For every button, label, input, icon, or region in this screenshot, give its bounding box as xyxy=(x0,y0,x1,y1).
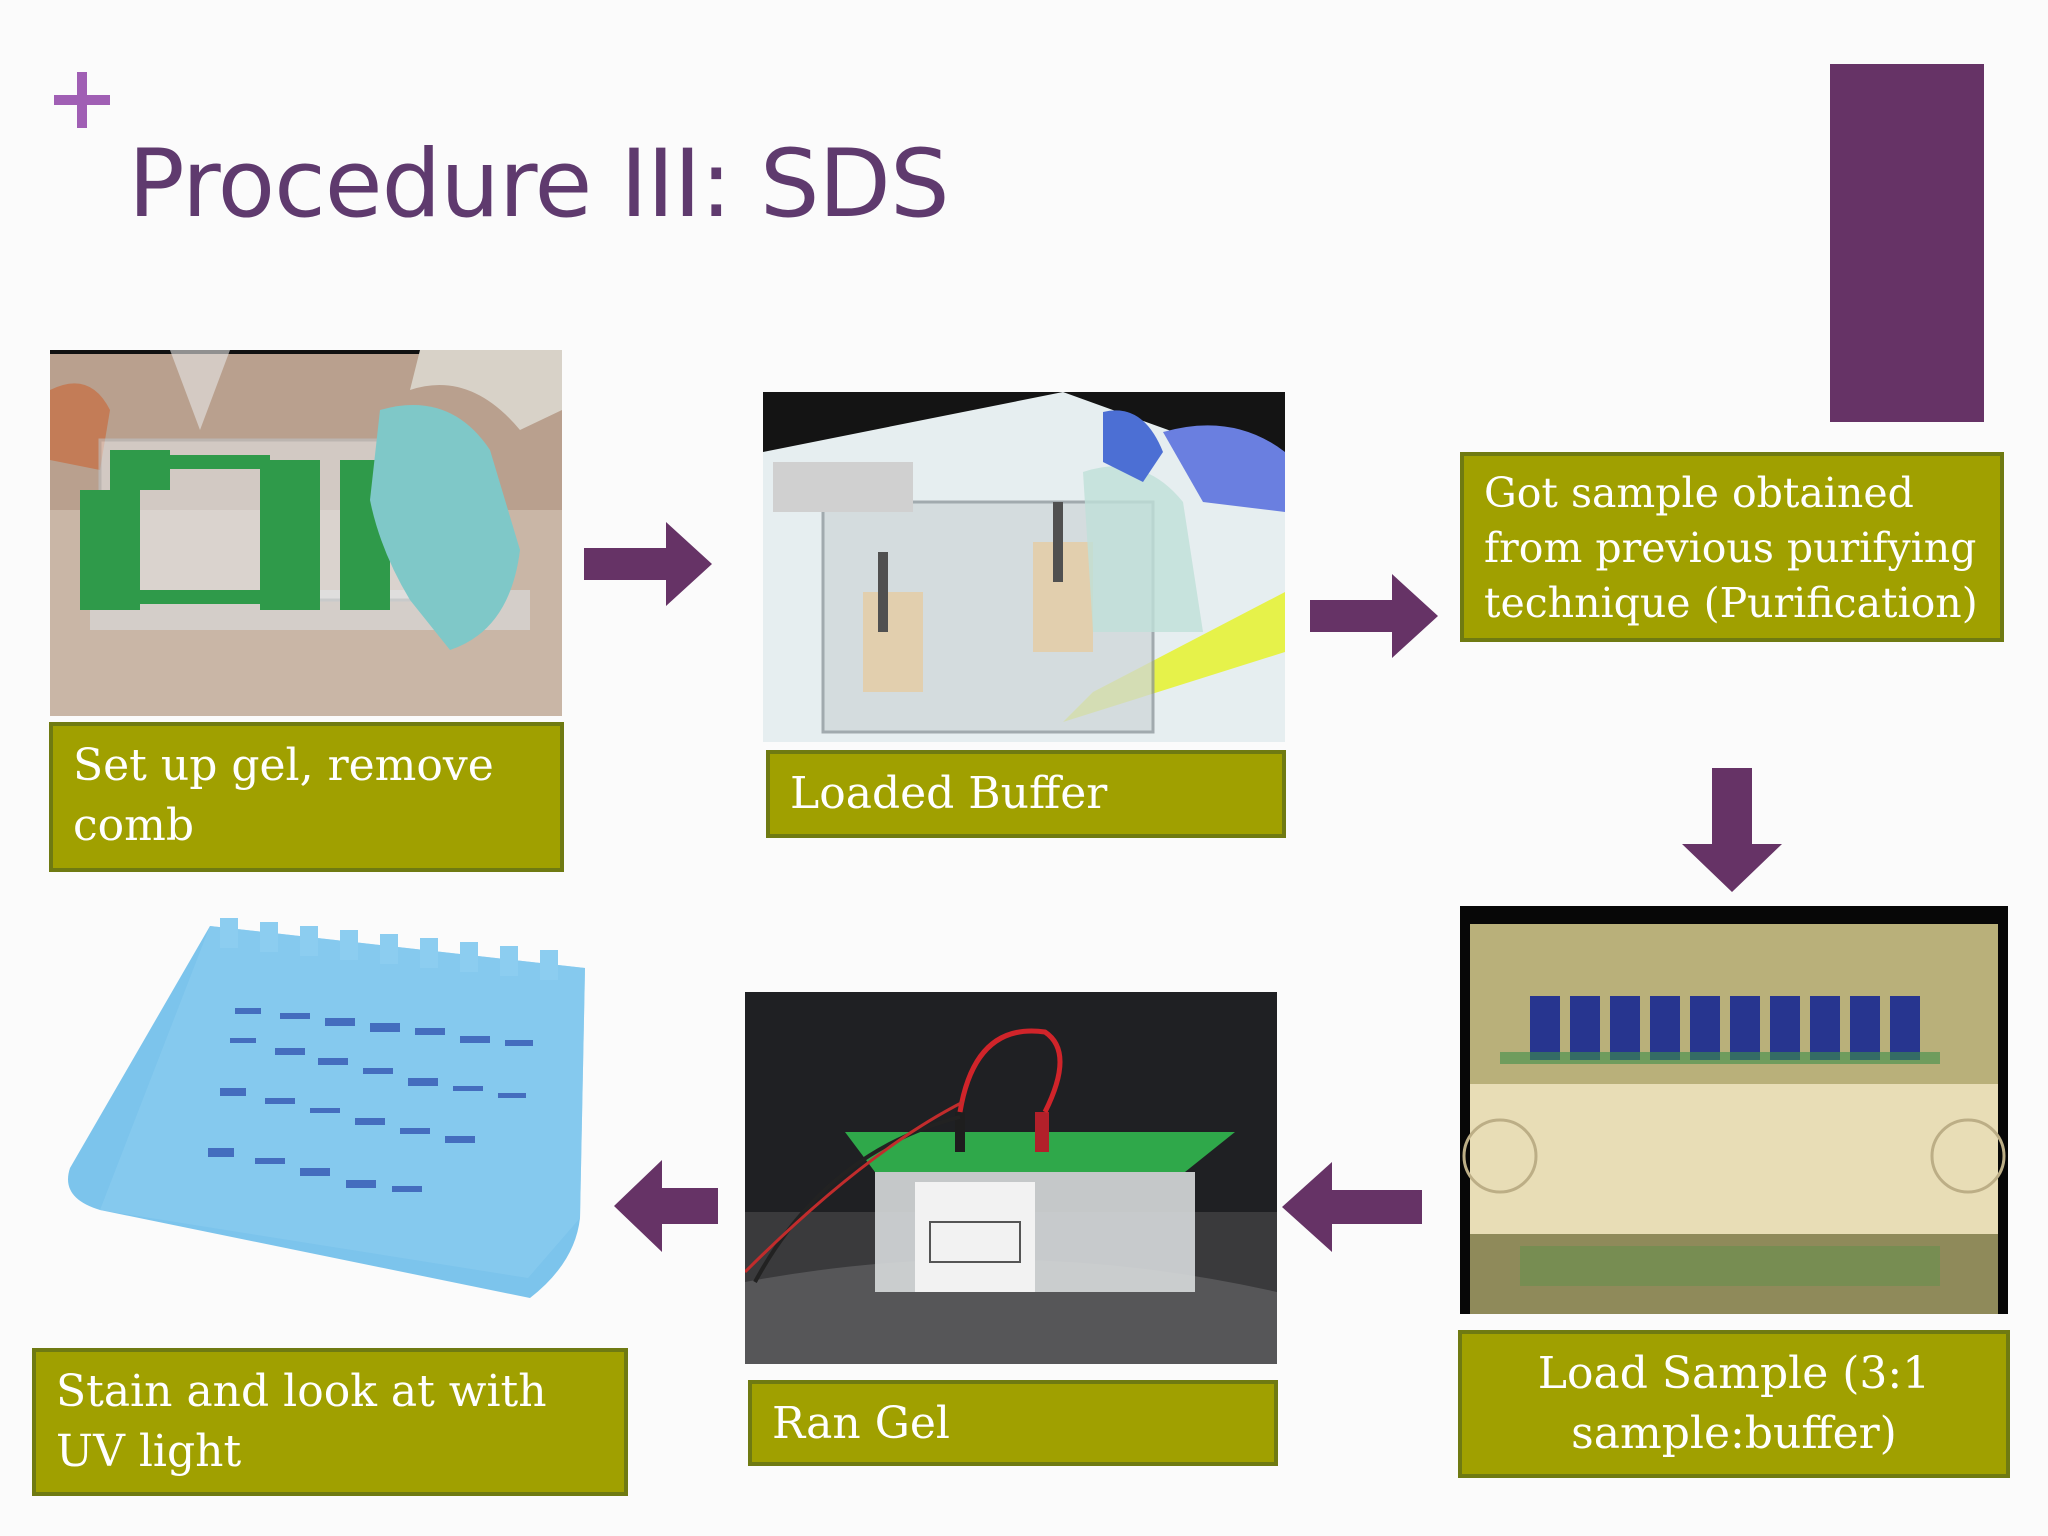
arrow-left-icon xyxy=(614,1160,718,1252)
caption-step-4: Load Sample (3:1 sample:buffer) xyxy=(1458,1330,2010,1478)
gel-wells-loaded-photo xyxy=(1460,906,2008,1314)
electrophoresis-tank-buffer-photo xyxy=(763,392,1285,742)
arrow-left-icon xyxy=(1282,1162,1422,1252)
caption-step-3: Got sample obtained from previous purify… xyxy=(1460,452,2004,642)
slide-title: Procedure III: SDS xyxy=(128,130,950,239)
arrow-right-icon xyxy=(584,522,712,606)
accent-bar xyxy=(1830,64,1984,422)
gel-casting-stand-photo xyxy=(50,350,562,716)
arrow-down-icon xyxy=(1682,768,1782,892)
caption-step-2: Loaded Buffer xyxy=(766,750,1286,838)
stained-gel-photo xyxy=(60,918,600,1318)
plus-icon xyxy=(54,72,110,128)
arrow-right-icon xyxy=(1310,574,1438,658)
caption-step-6: Stain and look at with UV light xyxy=(32,1348,628,1496)
caption-step-5: Ran Gel xyxy=(748,1380,1278,1466)
caption-step-1: Set up gel, remove comb xyxy=(49,722,564,872)
gel-running-apparatus-photo xyxy=(745,992,1277,1364)
